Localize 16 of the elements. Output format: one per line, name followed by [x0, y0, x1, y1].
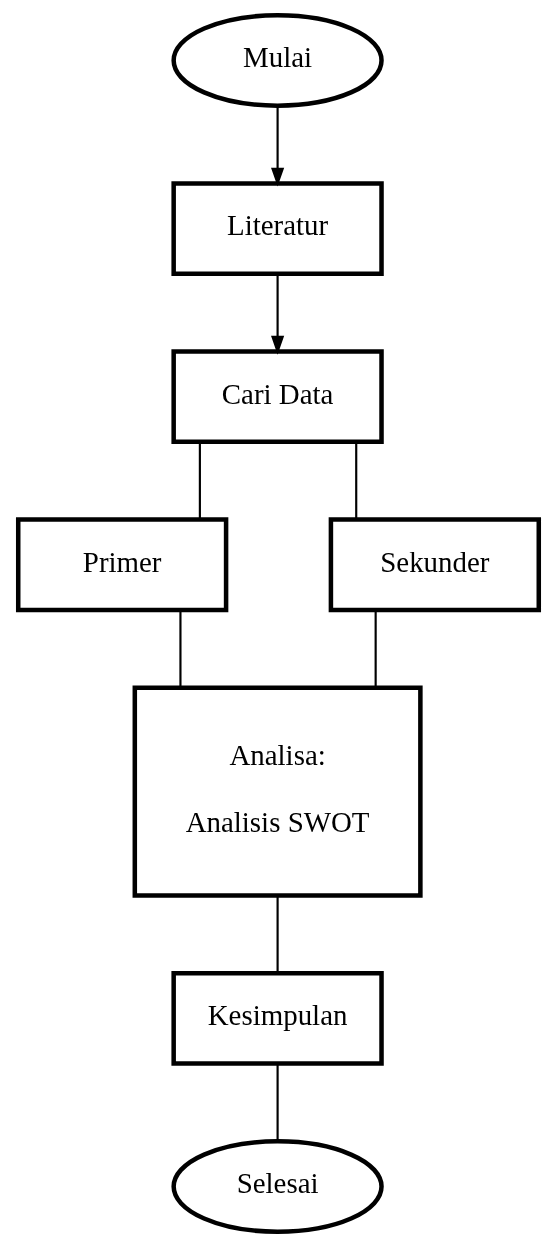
node-ellipse: Selesai — [170, 1139, 384, 1234]
connector — [374, 610, 377, 688]
connector — [198, 442, 201, 520]
node-box: Sekunder — [328, 517, 541, 613]
connector — [276, 1064, 279, 1142]
node-box: Cari Data — [170, 349, 384, 445]
node-ellipse: Mulai — [170, 13, 384, 108]
node-box: Primer — [15, 517, 228, 613]
arrow — [270, 274, 284, 355]
node-box: Kesimpulan — [170, 971, 384, 1066]
connector — [354, 442, 357, 520]
node-box: Literatur — [170, 181, 384, 276]
connector — [178, 610, 182, 688]
node-box: Analisa: Analisis SWOT — [132, 685, 423, 898]
connector — [276, 895, 279, 973]
arrow — [270, 106, 284, 187]
